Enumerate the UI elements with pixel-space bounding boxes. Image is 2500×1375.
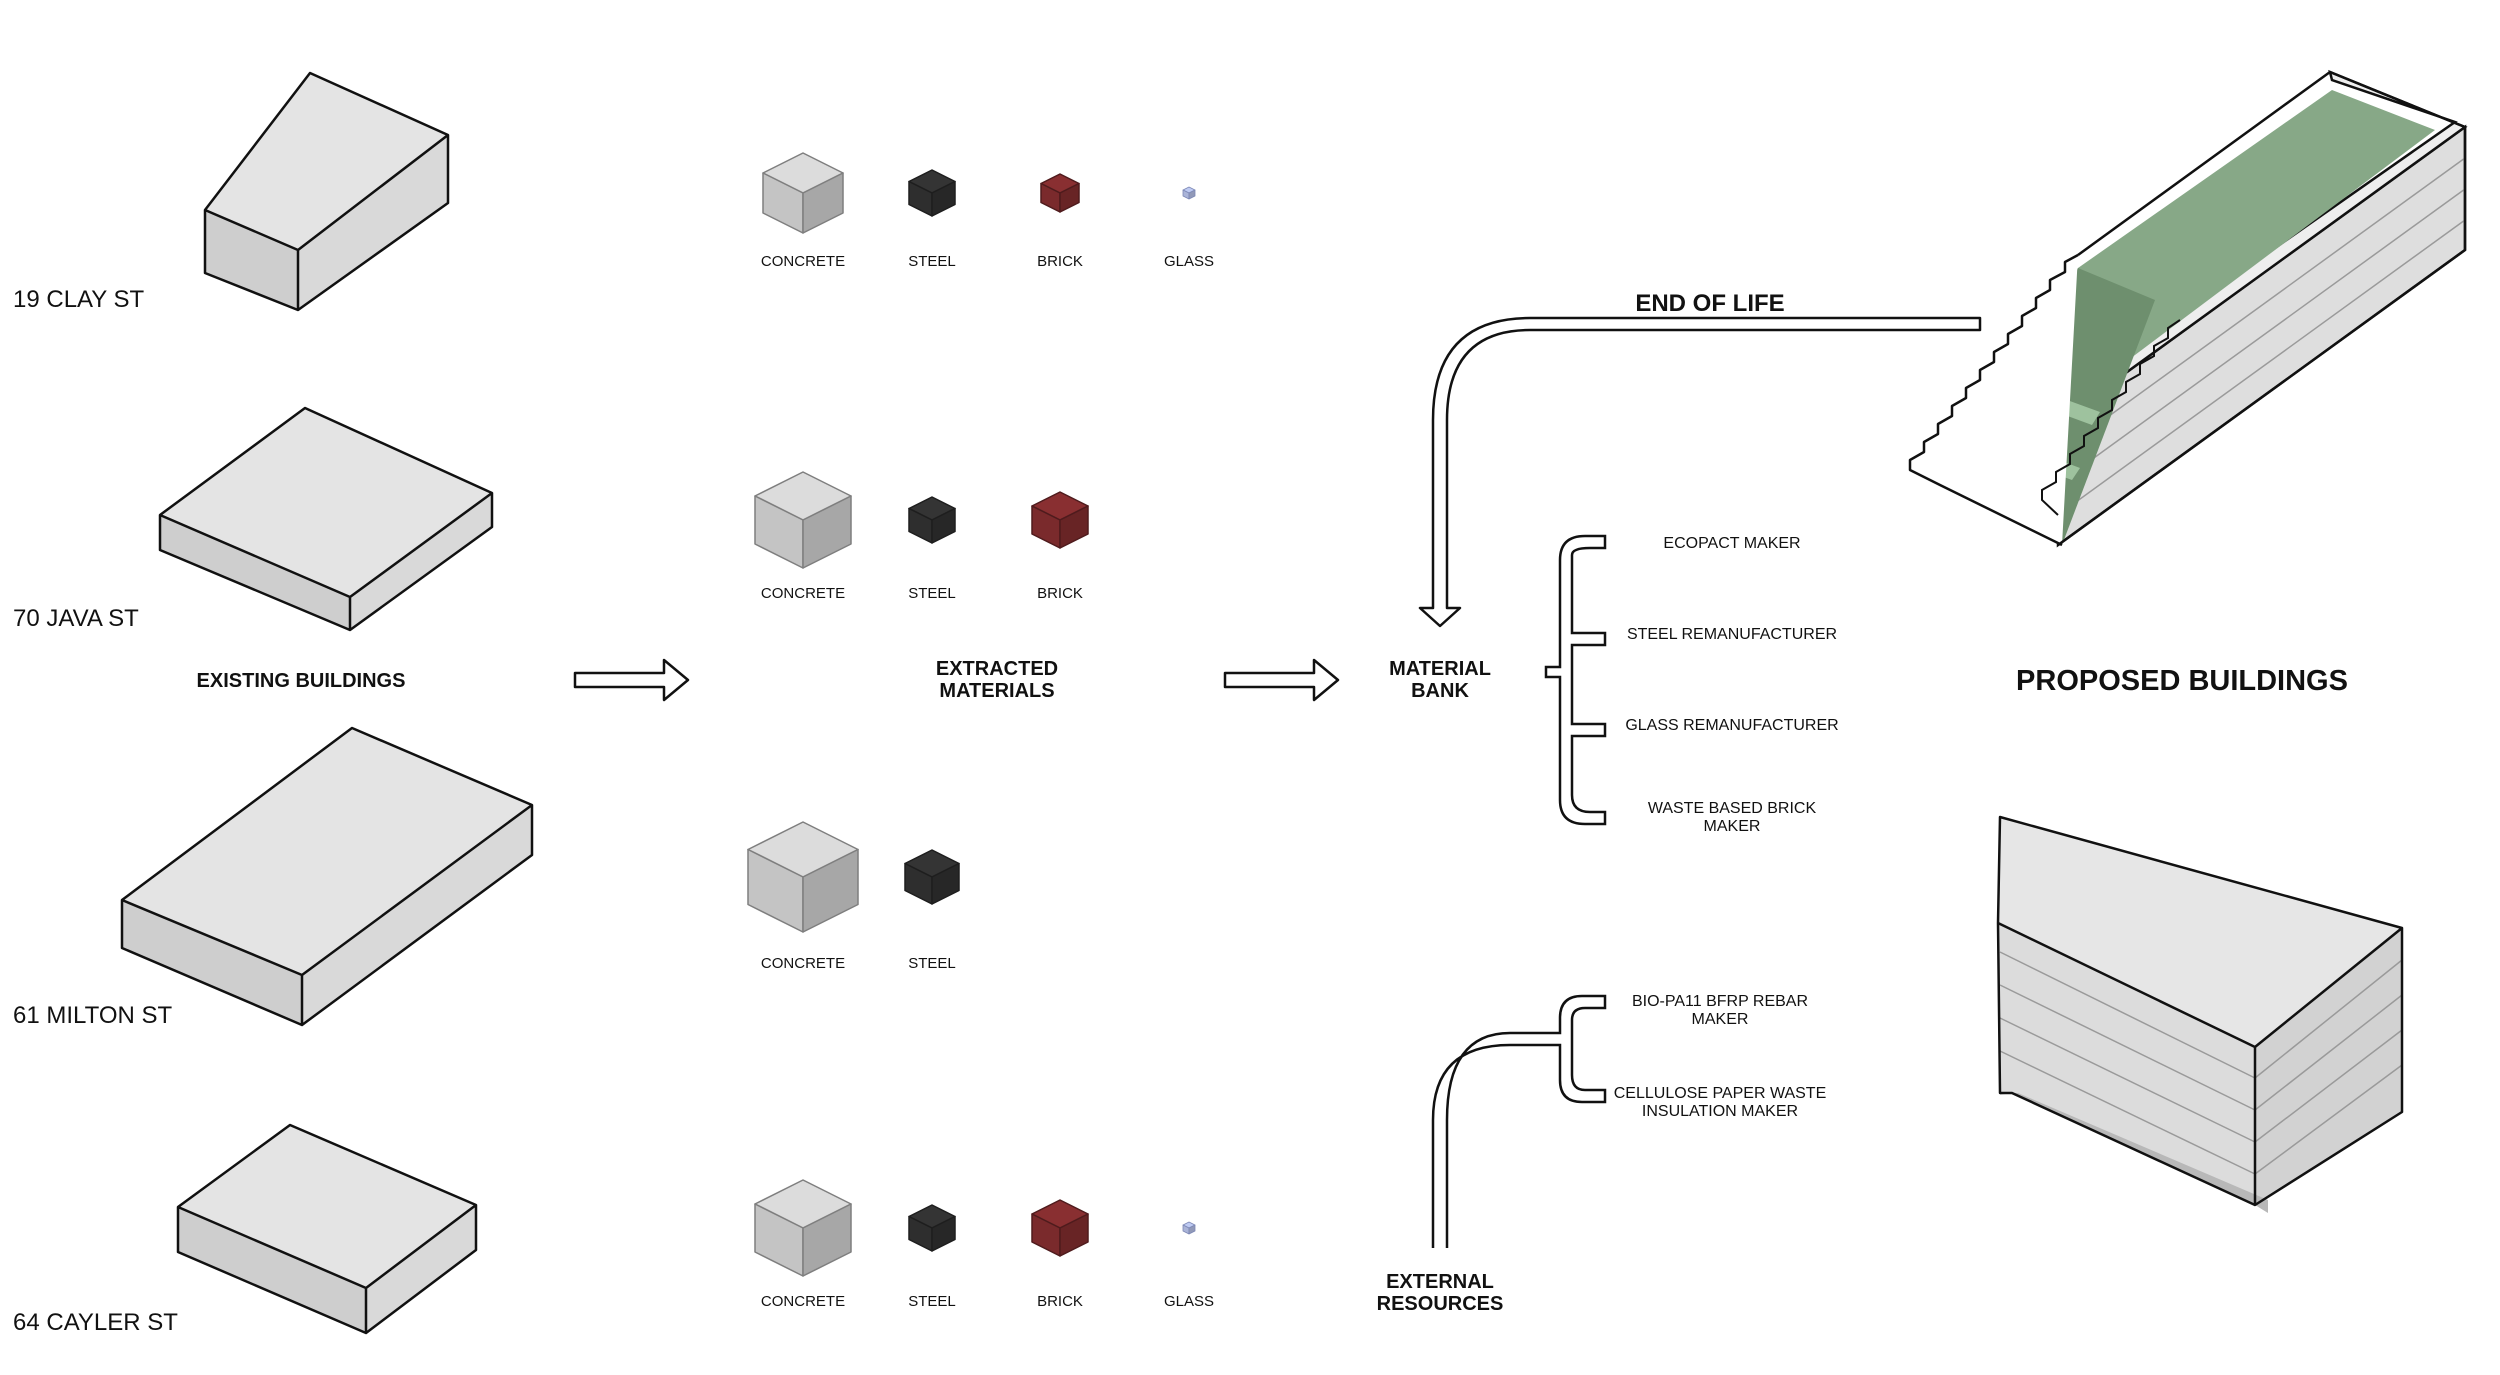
external-maker-cellulose-line-2: INSULATION MAKER xyxy=(1642,1103,1798,1120)
building-19-clay-st xyxy=(203,71,450,312)
external-maker-bfrp-line-1: BIO-PA11 BFRP REBAR xyxy=(1632,993,1808,1010)
concrete-cube xyxy=(747,821,859,933)
glass-label: GLASS xyxy=(1164,253,1214,270)
manufacturer-steel: STEEL REMANUFACTURER xyxy=(1627,626,1837,643)
brick-label: BRICK xyxy=(1037,585,1083,602)
proposed-buildings-label: PROPOSED BUILDINGS xyxy=(2016,665,2348,697)
concrete-cube xyxy=(754,1179,852,1277)
concrete-cube xyxy=(754,471,852,569)
steel-label: STEEL xyxy=(908,955,956,972)
building-address: 61 MILTON ST xyxy=(13,1002,172,1029)
end-of-life-label: END OF LIFE xyxy=(1635,290,1784,317)
steel-label: STEEL xyxy=(908,585,956,602)
external-resources-connector xyxy=(1431,994,1607,1248)
building-64-cayler-st xyxy=(176,1123,478,1335)
external-maker-bfrp-line-2: MAKER xyxy=(1692,1011,1749,1028)
steel-cube xyxy=(908,496,956,544)
building-61-milton-st xyxy=(120,726,534,1027)
building-address: 64 CAYLER ST xyxy=(13,1309,178,1336)
concrete-label: CONCRETE xyxy=(761,585,845,602)
manufacturer-ecopact: ECOPACT MAKER xyxy=(1663,535,1800,552)
brick-cube xyxy=(1031,1199,1089,1257)
extracted-material-cubes: CONCRETE STEEL BRICK GLASS CONCRETE STEEL BRIC… xyxy=(747,152,1214,1310)
material-bank-label-line-2: BANK xyxy=(1411,680,1469,702)
steel-label: STEEL xyxy=(908,253,956,270)
arrow-to-extracted-materials xyxy=(573,658,690,702)
steel-cube xyxy=(908,169,956,217)
concrete-cube xyxy=(762,152,844,234)
manufacturers-bracket xyxy=(1544,534,1607,826)
extracted-materials-label-line-2: MATERIALS xyxy=(939,680,1054,702)
brick-cube xyxy=(1031,491,1089,549)
brick-label: BRICK xyxy=(1037,1293,1083,1310)
glass-label: GLASS xyxy=(1164,1293,1214,1310)
manufacturer-list: ECOPACT MAKER STEEL REMANUFACTURER GLASS… xyxy=(1625,535,1838,835)
concrete-label: CONCRETE xyxy=(761,955,845,972)
brick-cube xyxy=(1040,173,1080,213)
glass-cube xyxy=(1182,186,1196,200)
proposed-building-green-roof xyxy=(1908,69,2468,548)
external-maker-cellulose-line-1: CELLULOSE PAPER WASTE xyxy=(1614,1085,1827,1102)
existing-buildings-label: EXISTING BUILDINGS xyxy=(197,670,406,692)
building-address: 19 CLAY ST xyxy=(13,286,145,313)
brick-label: BRICK xyxy=(1037,253,1083,270)
arrow-to-material-bank xyxy=(1223,658,1340,702)
steel-cube xyxy=(908,1204,956,1252)
manufacturer-brick-line-2: MAKER xyxy=(1704,818,1761,835)
external-resources-label-line-1: EXTERNAL xyxy=(1386,1271,1494,1293)
steel-label: STEEL xyxy=(908,1293,956,1310)
external-makers-list: BIO-PA11 BFRP REBAR MAKER CELLULOSE PAPE… xyxy=(1614,993,1827,1120)
manufacturer-glass: GLASS REMANUFACTURER xyxy=(1625,717,1838,734)
external-resources-label-line-2: RESOURCES xyxy=(1377,1293,1504,1315)
building-address: 70 JAVA ST xyxy=(13,605,139,632)
glass-cube xyxy=(1182,1221,1196,1235)
extracted-materials-label-line-1: EXTRACTED xyxy=(936,658,1058,680)
steel-cube xyxy=(904,849,960,905)
concrete-label: CONCRETE xyxy=(761,1293,845,1310)
building-70-java-st xyxy=(158,406,494,632)
manufacturer-brick-line-1: WASTE BASED BRICK xyxy=(1648,800,1817,817)
material-bank-label-line-1: MATERIAL xyxy=(1389,658,1491,680)
concrete-label: CONCRETE xyxy=(761,253,845,270)
proposed-building-layered-box xyxy=(1996,815,2404,1213)
end-of-life-arrow xyxy=(1418,316,1982,628)
